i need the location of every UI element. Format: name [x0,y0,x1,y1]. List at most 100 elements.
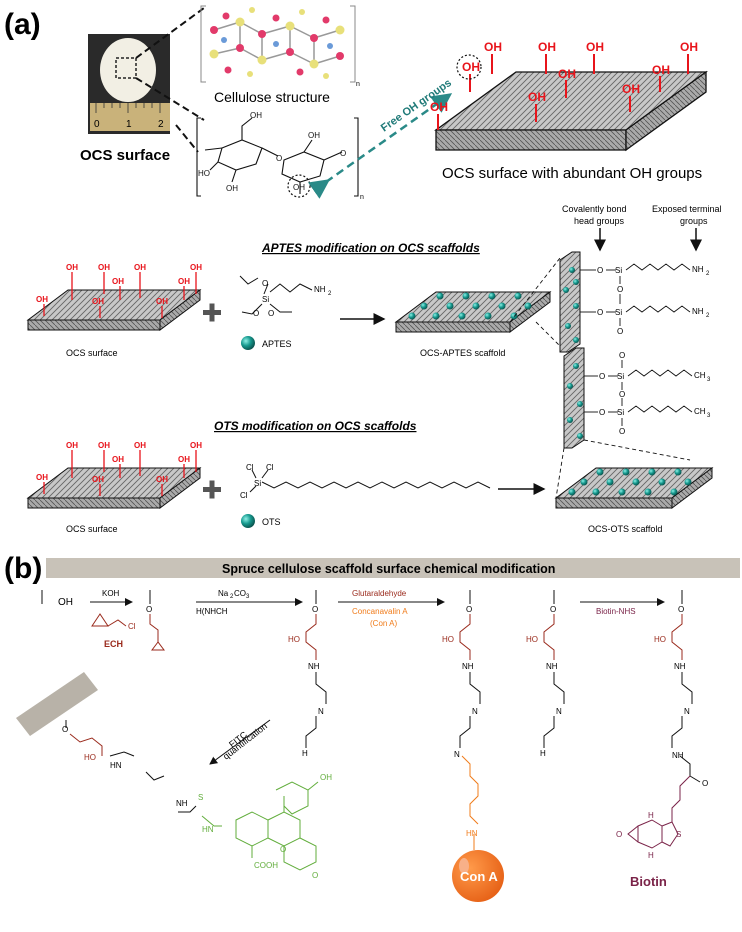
b-nh-2: NH [462,662,474,671]
subscript-n-2: n [360,194,364,201]
ots-cl-1: Cl [246,463,254,472]
ocs-slab-aptes-row: OH OH OH OH OH OH OH OH OH [26,263,202,331]
cellulose-3d-model: n [200,5,360,88]
aptes-plate-o-1: O [597,266,603,275]
b-con-a-paren: (Con A) [370,619,397,628]
ocs-aptes-label: OCS-APTES scaffold [420,348,505,358]
ots-legend-ball [241,514,255,528]
ocs-aptes-slab [394,291,552,333]
subscript-n-1: n [356,81,360,88]
b-s-biotin: S [676,830,681,839]
aptes-row-oh-3: OH [92,297,104,306]
aptes-title: APTES modification on OCS scaffolds [261,241,480,255]
b-nh-1: NH [308,662,320,671]
cell-oh-3: OH [308,131,320,140]
ruler-label-2: 2 [158,119,164,130]
con-a-chain [459,590,481,850]
b-concanavalin: Concanavalin A [352,607,408,616]
aptes-row-oh-9: OH [98,263,110,272]
b-h-biotin-2: H [648,851,654,860]
b-o-4: O [678,605,684,614]
b-o-2: O [466,605,472,614]
aptes-vertical-plate [559,251,581,353]
aptes-plate-o-bot: O [617,327,623,336]
ots-row-oh-1: OH [36,473,48,482]
amine-chain-2 [543,590,565,748]
b-nh-4: NH [674,662,686,671]
ruler-label-0: 0 [94,119,100,130]
b-o-fitc: O [62,725,68,734]
b-nh-fitc: NH [176,799,188,808]
aptes-plate-si-1: Si [615,266,622,275]
aptes-row-ocs-label: OCS surface [66,348,118,358]
slab-oh-4: OH [680,40,698,54]
fitc-scaffold-bar [16,672,98,736]
cell-ho-1: HO [198,169,210,178]
ots-cl-3: Cl [240,491,248,500]
slab-caption: OCS surface with abundant OH groups [442,165,702,182]
ocs-slab-ots-row: OH OH OH OH OH OH OH OH OH [26,441,202,509]
ots-row-oh-9: OH [98,441,110,450]
b-o-biotin-ring: O [616,830,622,839]
aptes-plate-o-mid: O [617,285,623,294]
b-cooh: COOH [254,861,278,870]
b-oh-start: OH [58,597,73,608]
ocs-slab-large: OH OH OH OH OH OH OH OH OH OH [430,40,709,152]
aptes-o-2: O [253,309,259,318]
aptes-row-oh-4: OH [112,277,124,286]
b-koh: KOH [102,589,120,598]
plus-icon [203,480,221,499]
cell-o-1: O [276,154,282,163]
b-na2co3-rest: CO [234,589,246,598]
cell-oh-4: OH [293,183,305,192]
aptes-legend-label: APTES [262,339,292,349]
b-na2co3: Na [218,589,229,598]
aptes-row-oh-7: OH [178,277,190,286]
ots-title: OTS modification on OCS scaffolds [214,419,417,433]
cell-o-2: O [340,149,346,158]
ruler-label-1: 1 [126,119,132,130]
cellulose-structure-label: Cellulose structure [214,89,330,105]
b-ho-3: HO [526,635,538,644]
b-ho-1: HO [288,635,300,644]
b-hn-fitc: HN [110,761,122,770]
b-biotin-label: Biotin [630,874,667,889]
ocs-ots-label: OCS-OTS scaffold [588,524,662,534]
ots-vertical-plate [563,347,585,449]
exposed-label-2: groups [680,216,708,226]
b-nh-5: NH [672,751,684,760]
aptes-o-1: O [262,279,268,288]
slab-oh-10: OH [622,82,640,96]
ots-chain [584,360,693,426]
b-con-a-label: Con A [460,869,498,884]
b-o-epox: O [146,605,152,614]
panel-b-banner-text: Spruce cellulose scaffold surface chemic… [222,562,555,576]
slab-oh-8: OH [430,100,448,114]
aptes-legend-ball [241,336,255,350]
b-hn-cona: HN [466,829,478,838]
b-nh-3: NH [546,662,558,671]
ocs-ots-slab [554,467,714,509]
aptes-plate-nh-2: NH [692,307,704,316]
b-s-fitc: S [198,793,203,802]
aptes-plate-si-2: Si [615,308,622,317]
b-o-fitc-end: O [312,871,318,880]
panel-b-banner [46,558,740,578]
ots-plate-ch-1-sub: 3 [707,377,711,383]
ocs-surface-title: OCS surface [80,147,170,164]
ots-plate-o-bot: O [619,427,625,436]
b-na2co3-sub2: 3 [246,594,250,600]
ots-plate-ch-2-sub: 3 [707,413,711,419]
ruler-ticks [95,103,161,113]
aptes-si: Si [262,295,269,304]
ots-molecule [249,469,491,493]
exposed-label-1: Exposed terminal [652,204,722,214]
b-h2n-2: H [540,749,546,758]
aptes-row-oh-6: OH [156,297,168,306]
ots-plate-o-1: O [599,372,605,381]
b-ech-cl: Cl [128,622,136,631]
covalent-label-1: Covalently bond [562,204,627,214]
b-oh-fitc: OH [320,773,332,782]
slab-oh-3: OH [586,40,604,54]
b-amine: H(NHCH [196,607,228,616]
